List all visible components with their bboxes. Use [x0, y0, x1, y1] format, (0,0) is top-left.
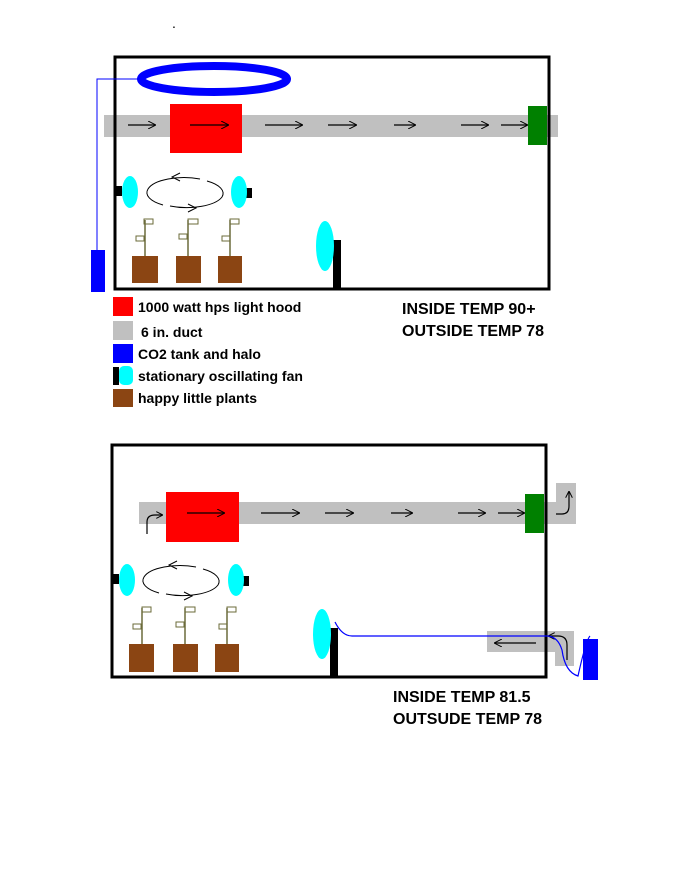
legend-label-fan: stationary oscillating fan — [138, 368, 303, 384]
co2-line-1 — [96, 78, 142, 252]
legend-item-plants: happy little plants — [113, 389, 257, 407]
legend-swatch-light-hood — [113, 297, 133, 316]
room-outline-2 — [110, 443, 548, 679]
co2-tank-2 — [583, 639, 598, 680]
legend-label-co2: CO2 tank and halo — [138, 346, 261, 362]
osc-fan-left-1 — [116, 176, 138, 208]
plant-2c — [215, 606, 239, 672]
plant-1a — [132, 218, 158, 283]
circulation-arrows-2 — [142, 560, 220, 601]
standing-fan-1 — [316, 221, 341, 289]
co2-line-2 — [334, 621, 591, 677]
legend-item-duct: 6 in. duct — [113, 321, 203, 340]
intake-duct-2-end — [555, 631, 574, 666]
intake-arrow-2 — [146, 515, 162, 534]
duct-2-elbow — [556, 483, 576, 524]
legend-label-duct: 6 in. duct — [141, 324, 203, 340]
plant-2a — [129, 606, 154, 672]
duct-2 — [139, 502, 576, 524]
diagram-1 — [91, 55, 558, 292]
exhaust-fan-2 — [525, 494, 544, 533]
room-outline-1 — [113, 55, 551, 291]
inside-temp-2: INSIDE TEMP 81.5 — [393, 689, 531, 706]
osc-fan-left-2 — [113, 564, 135, 596]
plant-2b — [173, 606, 198, 672]
legend-swatch-fan-post — [113, 367, 119, 385]
standing-fan-2 — [313, 609, 338, 677]
exhaust-fan-1 — [528, 106, 547, 145]
legend-label-plants: happy little plants — [138, 390, 257, 406]
legend-swatch-plants — [113, 389, 133, 407]
co2-tank-1 — [91, 250, 105, 292]
stray-mark: . — [172, 15, 176, 31]
diagram-2 — [110, 443, 598, 680]
legend-item-co2: CO2 tank and halo — [113, 344, 261, 363]
legend: 1000 watt hps light hood 6 in. duct CO2 … — [113, 297, 303, 407]
intake-curve-arrow-2 — [549, 636, 568, 660]
legend-swatch-duct — [113, 321, 133, 340]
osc-fan-right-1 — [231, 176, 252, 208]
outside-temp-1: OUTSIDE TEMP 78 — [402, 323, 544, 340]
plant-1c — [218, 218, 242, 283]
legend-swatch-fan — [119, 366, 133, 385]
legend-label-light-hood: 1000 watt hps light hood — [138, 299, 301, 315]
plant-1b — [176, 218, 201, 283]
co2-halo-1 — [137, 62, 291, 96]
circulation-arrows-1 — [146, 172, 224, 213]
outside-temp-2: OUTSUDE TEMP 78 — [393, 711, 542, 728]
light-hood-1 — [170, 104, 242, 153]
exhaust-up-arrow-2 — [556, 492, 569, 515]
legend-item-light-hood: 1000 watt hps light hood — [113, 297, 301, 316]
legend-item-fan: stationary oscillating fan — [113, 366, 303, 385]
light-hood-2 — [166, 492, 239, 542]
inside-temp-1: INSIDE TEMP 90+ — [402, 301, 536, 318]
legend-swatch-co2 — [113, 344, 133, 363]
osc-fan-right-2 — [228, 564, 249, 596]
